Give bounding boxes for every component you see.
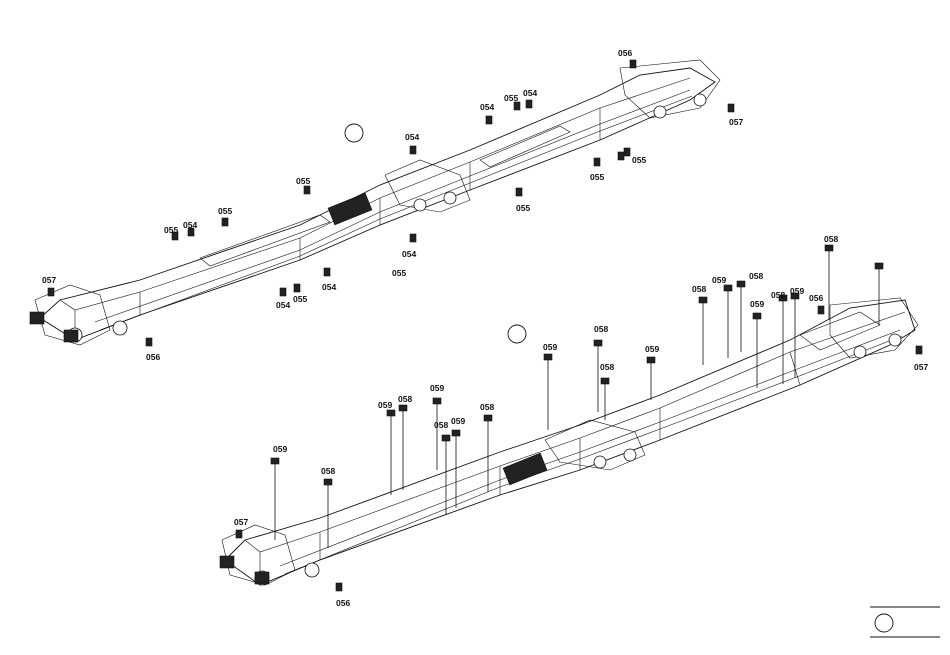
- part-label-058-11: 058: [749, 271, 763, 281]
- part-label-059-18: 059: [543, 342, 557, 352]
- part-label-057-3: 057: [234, 517, 248, 527]
- part-label-054-4: 054: [405, 132, 419, 142]
- part-label-059-16: 059: [430, 383, 444, 393]
- part-label-054-5: 054: [480, 102, 494, 112]
- part-label-055-9: 055: [296, 176, 310, 186]
- part-label-055-10: 055: [293, 294, 307, 304]
- reference-circle-upper: [345, 124, 363, 142]
- part-label-059-19: 059: [645, 344, 659, 354]
- part-label-058-12: 058: [771, 290, 785, 300]
- part-label-058-6: 058: [434, 420, 448, 430]
- part-label-055-13: 055: [516, 203, 530, 213]
- part-label-059-14: 059: [273, 444, 287, 454]
- part-label-057-18: 057: [42, 275, 56, 285]
- part-label-056-17: 056: [146, 352, 160, 362]
- part-label-058-10: 058: [692, 284, 706, 294]
- part-label-059-15: 059: [378, 400, 392, 410]
- part-label-056-0: 056: [809, 293, 823, 303]
- part-label-054-2: 054: [322, 282, 336, 292]
- part-label-055-15: 055: [632, 155, 646, 165]
- part-label-058-7: 058: [480, 402, 494, 412]
- reference-circle-lower: [508, 325, 526, 343]
- part-label-055-11: 055: [392, 268, 406, 278]
- part-label-057-2: 057: [914, 362, 928, 372]
- part-label-056-16: 056: [618, 48, 632, 58]
- part-label-054-3: 054: [402, 249, 416, 259]
- part-label-059-21: 059: [750, 299, 764, 309]
- part-label-054-0: 054: [183, 220, 197, 230]
- part-label-055-8: 055: [218, 206, 232, 216]
- part-label-054-6: 054: [523, 88, 537, 98]
- part-label-058-4: 058: [321, 466, 335, 476]
- part-label-058-9: 058: [600, 362, 614, 372]
- part-label-059-20: 059: [712, 275, 726, 285]
- callout-labels-lower: 0560560570570580580580580580580580580580…: [234, 234, 928, 608]
- legend-box: [870, 607, 940, 637]
- part-label-055-14: 055: [590, 172, 604, 182]
- part-label-054-1: 054: [276, 300, 290, 310]
- part-label-058-8: 058: [594, 324, 608, 334]
- part-label-056-1: 056: [336, 598, 350, 608]
- part-label-059-17: 059: [451, 416, 465, 426]
- part-label-058-5: 058: [398, 394, 412, 404]
- part-label-057-19: 057: [729, 117, 743, 127]
- part-label-055-7: 055: [164, 225, 178, 235]
- part-label-059-22: 059: [790, 286, 804, 296]
- part-label-055-12: 055: [504, 93, 518, 103]
- upper-wagon-assembly: [30, 60, 734, 346]
- part-label-058-13: 058: [824, 234, 838, 244]
